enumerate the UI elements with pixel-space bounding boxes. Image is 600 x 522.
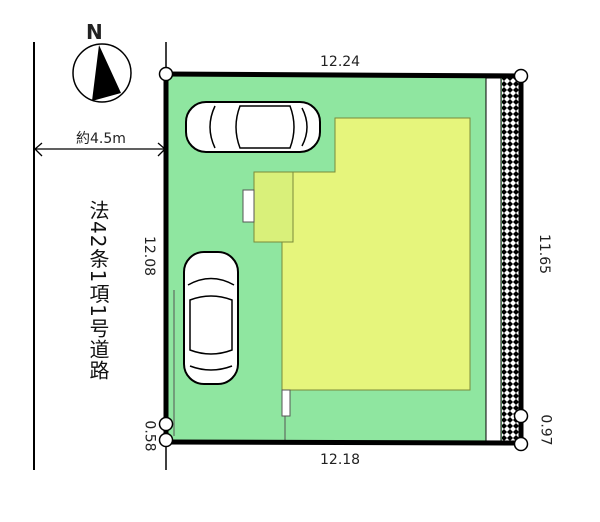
- dimension-left: 12.08: [141, 235, 158, 277]
- boundary-wall: [502, 78, 520, 443]
- north-compass-icon: [72, 43, 132, 103]
- utility-box: [281, 389, 291, 417]
- car-icon-top: [185, 101, 321, 153]
- step: [242, 189, 255, 223]
- boundary-markers: [158, 66, 529, 452]
- dimension-right-corner: 0.97: [537, 414, 554, 446]
- compass-north-label: N: [86, 20, 103, 44]
- side-strip: [485, 77, 502, 442]
- road-type-label: 法42条1項1号道路: [86, 200, 110, 381]
- road-width-label: 約4.5m: [76, 131, 126, 147]
- dimension-bottom: 12.18: [320, 452, 361, 468]
- dimension-top: 12.24: [320, 54, 361, 70]
- entrance-porch: [253, 171, 294, 243]
- dimension-left-corner: 0.58: [141, 420, 158, 452]
- car-icon-left: [183, 251, 239, 385]
- dimension-right: 11.65: [536, 233, 553, 275]
- lot-boundary: [163, 71, 524, 446]
